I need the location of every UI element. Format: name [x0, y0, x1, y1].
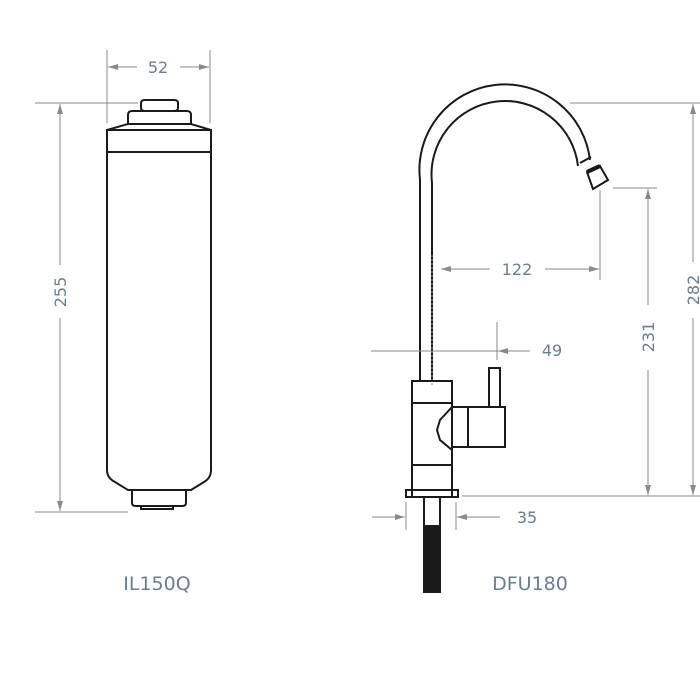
faucet-model-label: DFU180 [492, 573, 568, 595]
base-width-value: 35 [517, 508, 537, 527]
clearance-dimension: 231 [613, 187, 658, 495]
filter-height-dimension: 255 [35, 102, 138, 513]
filter-height-value: 255 [51, 277, 70, 308]
clearance-value: 231 [639, 322, 658, 353]
filter-width-value: 52 [148, 58, 168, 77]
spout-reach-dimension: 122 [441, 190, 601, 280]
total-height-value: 282 [684, 275, 700, 306]
threaded-stem [423, 525, 441, 593]
total-height-dimension: 282 [462, 102, 700, 497]
filter-model-label: IL150Q [123, 573, 190, 595]
faucet-drawing [405, 83, 610, 593]
base-width-dimension: 35 [372, 502, 537, 530]
handle-offset-value: 49 [542, 341, 562, 360]
filter-width-dimension: 52 [106, 50, 211, 123]
filter-cartridge-drawing [106, 99, 212, 510]
spout-reach-value: 122 [502, 260, 533, 279]
handle-offset-dimension: 49 [371, 322, 562, 360]
